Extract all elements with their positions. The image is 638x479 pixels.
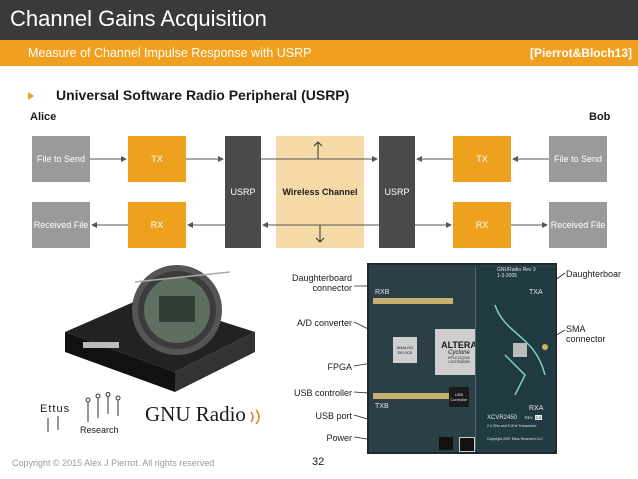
antenna-right-icon <box>315 225 325 243</box>
citation: [Pierrot&Bloch13] <box>529 46 632 60</box>
board-rxb-connector <box>373 298 453 304</box>
title-bar <box>0 0 638 40</box>
board-traces <box>494 304 548 396</box>
research-logo-text: Research <box>80 425 119 435</box>
board-txb-connector <box>373 393 453 399</box>
board-xcvr-label: XCVR2450 REV 2.0 <box>487 415 543 421</box>
alice-received-file-label: Received File <box>33 220 89 230</box>
alice-usrp-label: USRP <box>230 187 256 197</box>
board-ad-converter-chip: ANALOG DEVICE <box>393 337 417 363</box>
ad-converter-label: A/D converter <box>296 318 352 328</box>
alice-file-to-send-box: File to Send <box>32 136 90 182</box>
bob-usrp-box: USRP <box>379 136 415 248</box>
usb-port-label: USB port <box>315 411 352 421</box>
power-label: Power <box>326 433 352 443</box>
alice-tx-box: TX <box>128 136 186 182</box>
bob-tx-label: TX <box>476 154 488 164</box>
wireless-channel-label: Wireless Channel <box>282 187 358 197</box>
subtitle-bar <box>0 40 638 66</box>
board-power-jack <box>439 437 453 450</box>
board-gnuradio-rev: GNURadio Rev 3 1-3-2005 <box>497 267 536 279</box>
bullet-triangle-icon <box>28 92 34 100</box>
board-usb-port <box>459 437 475 452</box>
ettus-research-logo <box>47 392 121 432</box>
alice-file-to-send-label: File to Send <box>36 154 86 164</box>
diagram-arrows <box>90 141 549 243</box>
board-copyright: Copyright 2007 Ettus Research LLC <box>487 437 544 441</box>
gnu-radio-logo: GNU Radio <box>145 402 246 426</box>
alice-received-file-box: Received File <box>32 202 90 248</box>
daughterboard-connector-label: Daughterboard connector <box>291 273 352 293</box>
board-txa-label: TXA <box>529 289 543 296</box>
slide-subtitle: Measure of Channel Impulse Response with… <box>28 46 312 60</box>
alice-usrp-box: USRP <box>225 136 261 248</box>
bob-file-to-send-box: File to Send <box>549 136 607 182</box>
alice-label: Alice <box>30 111 57 123</box>
bob-received-file-label: Received File <box>550 220 606 230</box>
bob-tx-box: TX <box>453 136 511 182</box>
daughterboard-label: Daughterboar <box>566 269 622 279</box>
bob-label: Bob <box>589 111 611 123</box>
footer-copyright: Copyright © 2015 Alex J Pierrot. All rig… <box>12 458 215 468</box>
bob-usrp-label: USRP <box>384 187 410 197</box>
board-xcvr-freq: 2.4 GHz and 5 GHz Transceiver <box>487 424 537 428</box>
board-rxa-label: RXA <box>529 405 544 412</box>
usrp-device-photo <box>65 265 255 392</box>
sma-connector-label: SMA connector <box>566 324 606 344</box>
alice-rx-box: RX <box>128 202 186 248</box>
bob-rx-label: RX <box>475 220 489 230</box>
board-usb-controller-chip: USB Controller <box>449 387 469 407</box>
slide-title: Channel Gains Acquisition <box>10 6 267 31</box>
antenna-left-icon <box>313 141 323 159</box>
usrp-board-photo: RXB TXB ANALOG DEVICE ALTERA Cyclone EP1… <box>367 263 557 454</box>
bob-rx-box: RX <box>453 202 511 248</box>
page-number: 32 <box>312 456 325 468</box>
board-rxb-label: RXB <box>375 289 390 296</box>
alice-rx-label: RX <box>150 220 164 230</box>
radio-waves-icon <box>250 409 260 425</box>
bob-received-file-box: Received File <box>549 202 607 248</box>
usb-controller-label: USB controller <box>293 388 352 398</box>
fpga-label: FPGA <box>327 362 352 372</box>
bob-file-to-send-label: File to Send <box>553 154 603 164</box>
board-txb-label: TXB <box>375 403 389 410</box>
ettus-logo-text: Ettus <box>40 403 71 415</box>
alice-tx-label: TX <box>151 154 163 164</box>
section-heading: Universal Software Radio Peripheral (USR… <box>56 87 350 103</box>
